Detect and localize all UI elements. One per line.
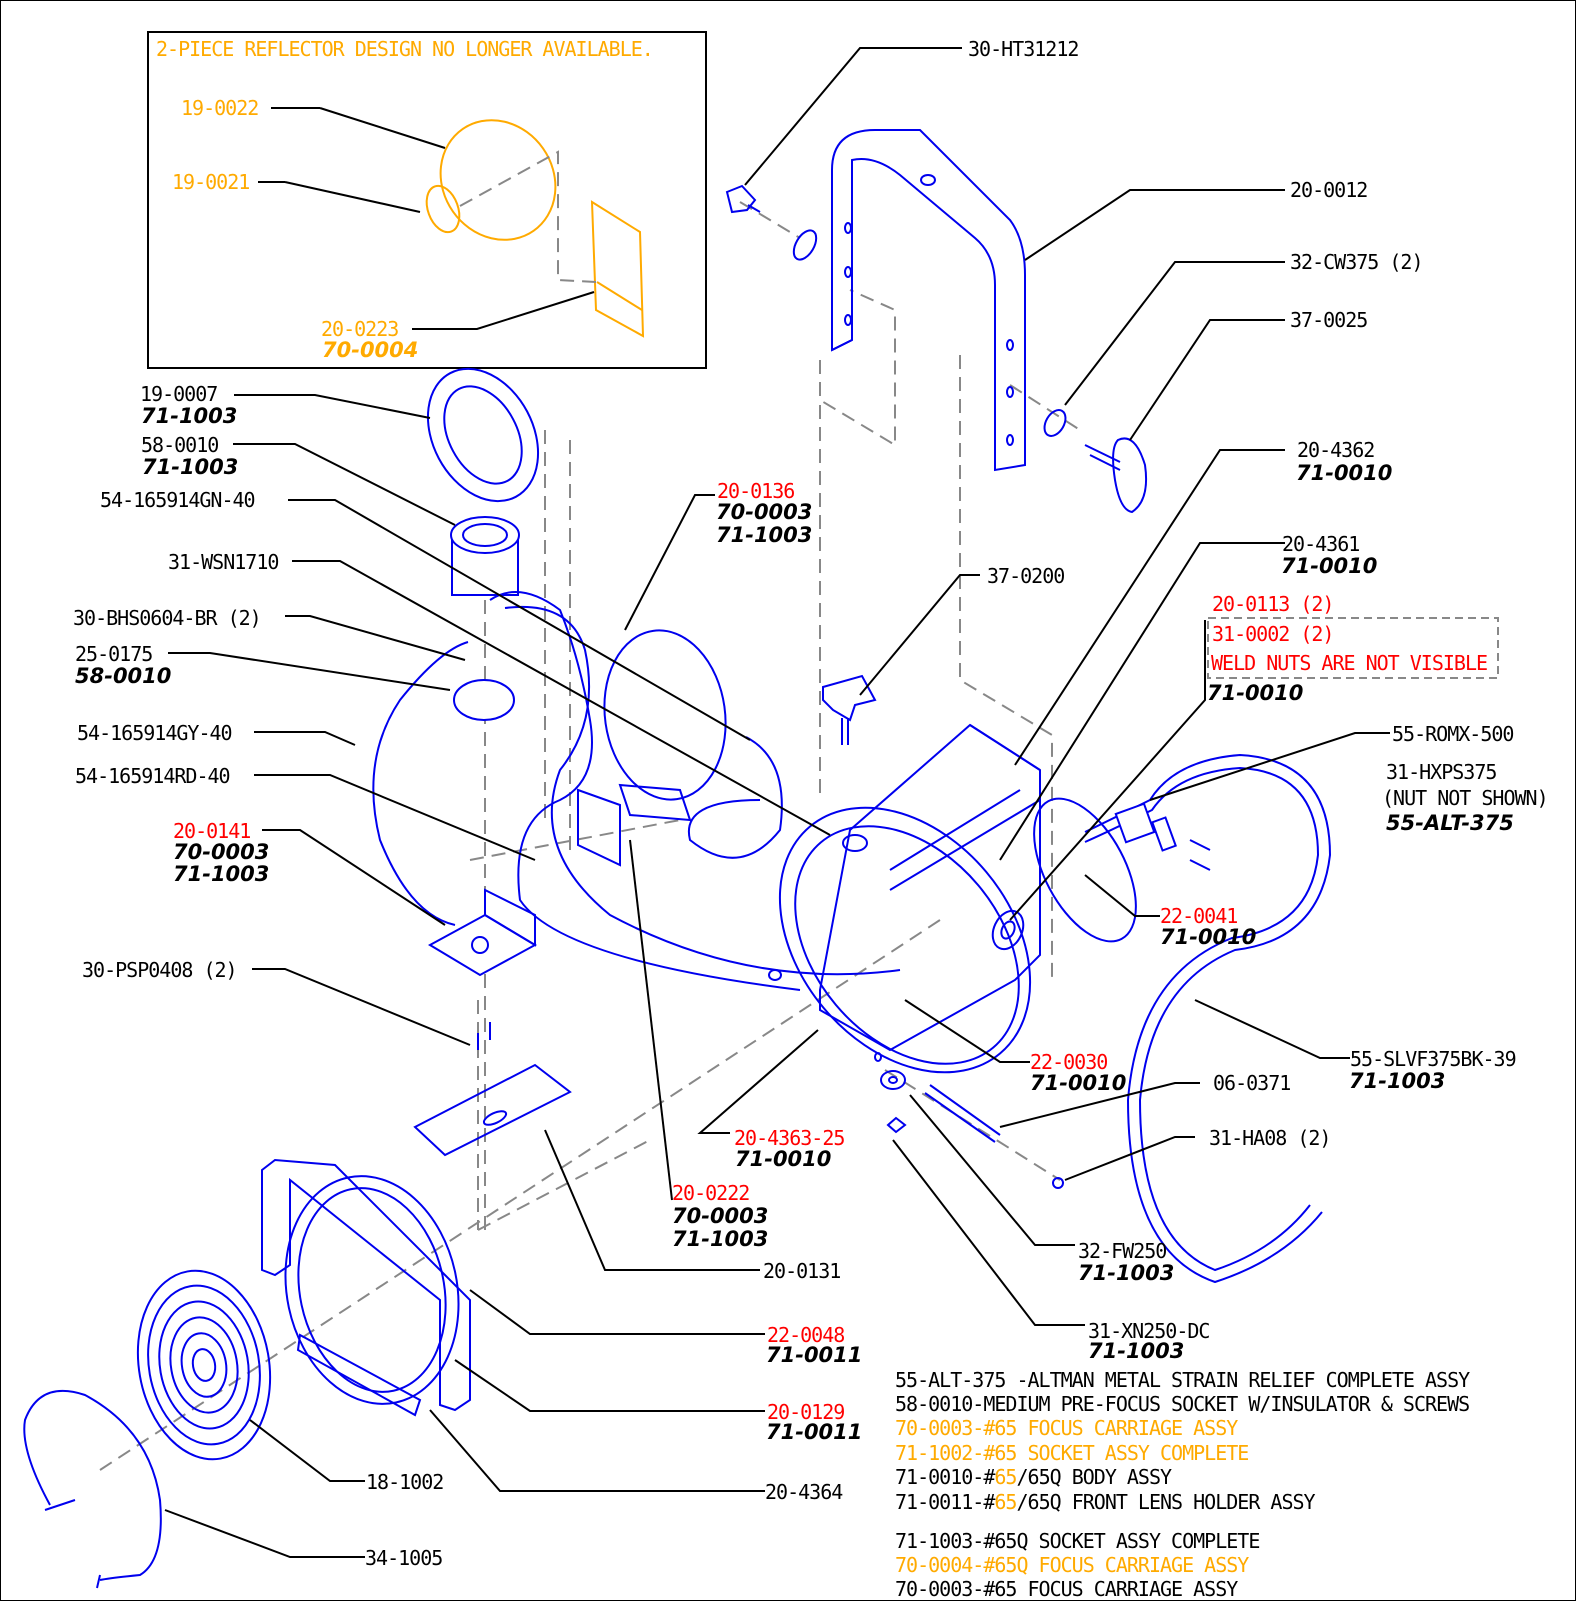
label-54-165914gy-40: 54-165914GY-40	[77, 721, 232, 745]
label-30-ht31212: 30-HT31212	[968, 37, 1078, 61]
reflector-large	[439, 119, 557, 241]
leader-lines	[164, 47, 1390, 1558]
label-20-0222: 20-0222	[672, 1181, 749, 1205]
label-22-0048-assy: 71-0011	[766, 1343, 862, 1367]
yoke	[831, 129, 1026, 472]
label-22-0041: 22-0041	[1160, 904, 1237, 928]
label-31-xn250-dc: 31-XN250-DC	[1088, 1319, 1209, 1343]
legend-row: 71-1003-#65Q SOCKET ASSY COMPLETE	[895, 1529, 1259, 1553]
label-55-alt-375: 55-ALT-375	[1386, 811, 1514, 835]
label-20-0222-assy2: 71-1003	[672, 1227, 768, 1251]
label-22-0041-assy: 71-0010	[1160, 925, 1256, 949]
label-34-1005: 34-1005	[365, 1546, 442, 1570]
legend-row: 71-1002-#65 SOCKET ASSY COMPLETE	[895, 1441, 1248, 1465]
label-20-0113: 20-0113 (2)	[1212, 592, 1333, 616]
legend-row: 70-0004-#65Q FOCUS CARRIAGE ASSY	[895, 1553, 1249, 1577]
label-20-4361: 20-4361	[1282, 532, 1359, 556]
label-31-xn250-dc-assy: 71-1003	[1088, 1339, 1184, 1363]
legend-row: 58-0010-MEDIUM PRE-FOCUS SOCKET W/INSULA…	[895, 1392, 1469, 1416]
lamp-body	[768, 723, 1137, 1074]
label-19-0021: 19-0021	[172, 170, 249, 194]
legend-row: 70-0003-#65 FOCUS CARRIAGE ASSY	[895, 1577, 1238, 1601]
label-37-0200: 37-0200	[987, 564, 1064, 588]
legend-row: 71-0011-#65/65Q FRONT LENS HOLDER ASSY	[895, 1490, 1316, 1514]
assembly-legend: 55-ALT-375 -ALTMAN METAL STRAIN RELIEF C…	[895, 1368, 1471, 1601]
label-58-0010: 58-0010	[141, 433, 218, 457]
label-25-0175-assy: 58-0010	[75, 664, 171, 688]
label-weld-nuts-note: WELD NUTS ARE NOT VISIBLE	[1211, 651, 1487, 675]
label-55-romx-500: 55-ROMX-500	[1392, 722, 1513, 746]
legend-row: 70-0003-#65 FOCUS CARRIAGE ASSY	[895, 1416, 1238, 1440]
label-20-4364: 20-4364	[765, 1480, 843, 1504]
label-55-slvf375bk-39: 55-SLVF375BK-39	[1350, 1047, 1516, 1071]
reflector-bracket	[590, 200, 645, 338]
label-19-0022: 19-0022	[181, 96, 258, 120]
label-20-0129-assy: 71-0011	[766, 1420, 862, 1444]
label-20-0012: 20-0012	[1290, 178, 1367, 202]
label-20-4363-25: 20-4363-25	[734, 1126, 844, 1150]
lens	[136, 1269, 272, 1461]
reflector-small	[425, 184, 461, 234]
label-31-wsn1710: 31-WSN1710	[168, 550, 278, 574]
label-19-0007-assy: 71-1003	[141, 404, 237, 428]
label-30-bhs0604-br: 30-BHS0604-BR (2)	[73, 606, 261, 630]
label-31-0002: 31-0002 (2)	[1212, 622, 1333, 646]
label-20-0129: 20-0129	[767, 1400, 844, 1424]
label-32-fw250-assy: 71-1003	[1078, 1261, 1174, 1285]
label-20-0223: 20-0223	[321, 317, 398, 341]
inset-note: 2-PIECE REFLECTOR DESIGN NO LONGER AVAIL…	[156, 37, 653, 61]
label-06-0371: 06-0371	[1213, 1071, 1290, 1095]
label-20-0141-assy2: 71-1003	[173, 862, 269, 886]
label-55-slvf375bk-39-assy: 71-1003	[1349, 1069, 1445, 1093]
label-nut-not-shown: (NUT NOT SHOWN)	[1382, 786, 1548, 810]
hardware	[880, 1070, 1064, 1189]
yoke-bolt-and-washer	[725, 184, 1067, 437]
label-58-0010-assy: 71-1003	[142, 455, 238, 479]
inset-frame	[147, 31, 707, 369]
part-labels: 30-HT31212 20-0012 32-CW375 (2) 37-0025 …	[73, 37, 1549, 1570]
label-18-1002: 18-1002	[366, 1470, 443, 1494]
label-20-4363-25-assy: 71-0010	[735, 1147, 831, 1171]
label-20-4361-assy: 71-0010	[1281, 554, 1377, 578]
label-37-0025: 37-0025	[1290, 308, 1367, 332]
legend-row: 71-0010-#65/65Q BODY ASSY	[895, 1465, 1172, 1489]
label-20-0131: 20-0131	[763, 1259, 840, 1283]
label-31-hxps375: 31-HXPS375	[1386, 760, 1496, 784]
label-20-0222-assy1: 70-0003	[672, 1204, 768, 1228]
discontinued-reflector-inset: 2-PIECE REFLECTOR DESIGN NO LONGER AVAIL…	[147, 31, 707, 369]
legend-row: 55-ALT-375 -ALTMAN METAL STRAIN RELIEF C…	[895, 1368, 1470, 1392]
label-22-0048: 22-0048	[767, 1323, 844, 1347]
label-25-0175: 25-0175	[75, 642, 152, 666]
label-32-cw375: 32-CW375 (2)	[1290, 250, 1423, 274]
power-cord	[1084, 753, 1332, 1284]
socket-assembly	[372, 367, 901, 1157]
label-32-fw250: 32-FW250	[1078, 1239, 1166, 1263]
weld-note-box	[1207, 617, 1499, 679]
label-20-0141: 20-0141	[173, 819, 250, 843]
label-20-0141-assy1: 70-0003	[173, 840, 269, 864]
label-20-0136: 20-0136	[717, 479, 794, 503]
label-54-165914rd-40: 54-165914RD-40	[75, 764, 230, 788]
label-30-psp0408: 30-PSP0408 (2)	[82, 958, 237, 982]
label-20-4362-assy: 71-0010	[1296, 461, 1392, 485]
label-20-0136-assy2: 71-1003	[716, 523, 812, 547]
label-22-0030-assy: 71-0010	[1030, 1071, 1126, 1095]
yoke-knob	[1084, 437, 1148, 514]
label-54-165914gn-40: 54-165914GN-40	[100, 488, 255, 512]
label-22-0030: 22-0030	[1030, 1050, 1107, 1074]
front-lens-holder	[261, 1158, 471, 1417]
label-20-4362: 20-4362	[1297, 438, 1374, 462]
label-70-0004: 70-0004	[322, 338, 418, 362]
focus-knob	[822, 674, 877, 745]
label-weld-nuts-assy: 71-0010	[1207, 681, 1303, 705]
retainer-spring	[23, 1389, 162, 1589]
label-20-0136-assy1: 70-0003	[716, 500, 812, 524]
focus-carriage	[577, 629, 727, 867]
label-19-0007: 19-0007	[140, 382, 217, 406]
label-31-ha08: 31-HA08 (2)	[1209, 1126, 1330, 1150]
